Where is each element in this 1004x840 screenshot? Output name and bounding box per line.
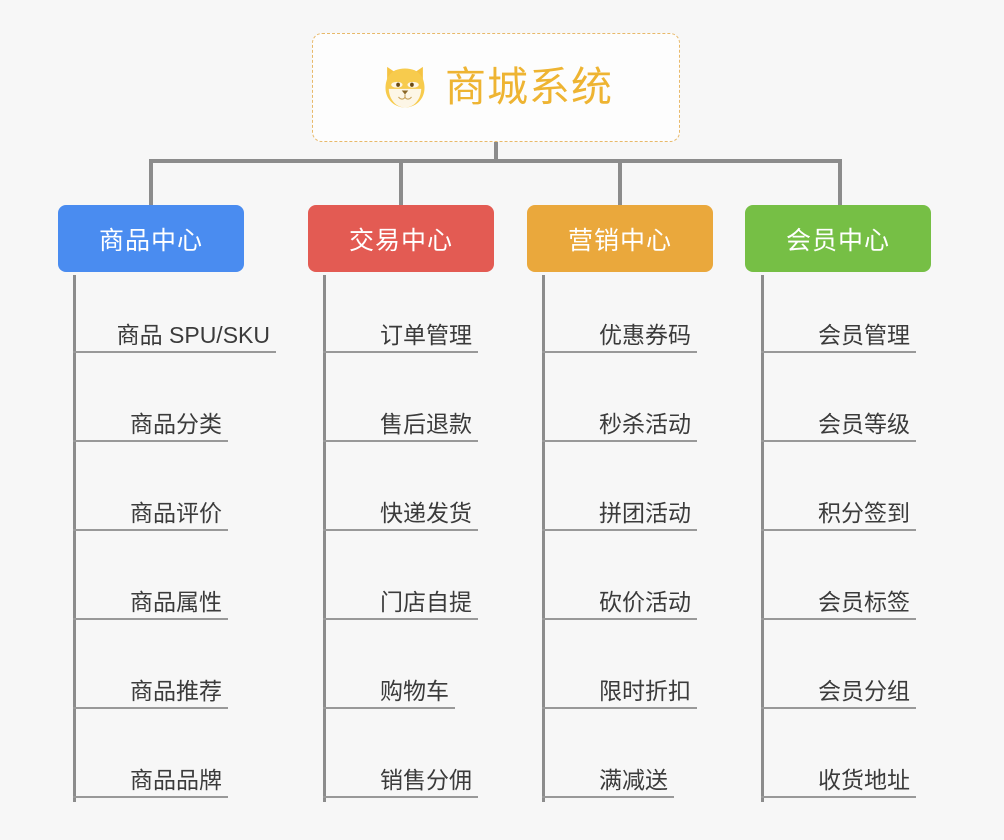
connector-drop-4 (838, 159, 842, 205)
leaf-item-3-3[interactable]: 拼团活动 (542, 483, 697, 531)
leaf-label: 商品评价 (130, 499, 222, 526)
connector-drop-1 (149, 159, 153, 205)
column-spine-3 (542, 275, 545, 802)
leaf-item-1-6[interactable]: 商品品牌 (73, 750, 228, 798)
leaf-label: 会员管理 (818, 321, 910, 348)
leaf-label: 会员分组 (818, 677, 910, 704)
connector-drop-3 (618, 159, 622, 205)
leaf-item-3-5[interactable]: 限时折扣 (542, 661, 697, 709)
leaf-item-4-6[interactable]: 收货地址 (761, 750, 916, 798)
category-label-2: 交易中心 (348, 226, 453, 255)
category-box-4[interactable]: 会员中心 (745, 205, 931, 272)
leaf-label: 优惠券码 (599, 321, 691, 348)
leaf-label: 满减送 (599, 766, 668, 793)
leaf-label: 售后退款 (380, 410, 472, 437)
leaf-item-3-4[interactable]: 砍价活动 (542, 572, 697, 620)
category-box-3[interactable]: 营销中心 (527, 205, 713, 272)
leaf-item-1-3[interactable]: 商品评价 (73, 483, 228, 531)
leaf-label: 收货地址 (818, 766, 910, 793)
shiba-dog-face-icon (385, 66, 425, 107)
leaf-item-1-2[interactable]: 商品分类 (73, 394, 228, 442)
leaf-item-3-2[interactable]: 秒杀活动 (542, 394, 697, 442)
root-node[interactable]: 商城系统 (312, 33, 680, 142)
leaf-label: 订单管理 (380, 321, 472, 348)
category-label-4: 会员中心 (785, 226, 890, 255)
column-spine-1 (73, 275, 76, 802)
leaf-label: 商品分类 (130, 410, 222, 437)
leaf-item-1-5[interactable]: 商品推荐 (73, 661, 228, 709)
leaf-item-3-6[interactable]: 满减送 (542, 750, 674, 798)
category-label-3: 营销中心 (567, 226, 672, 255)
leaf-item-2-1[interactable]: 订单管理 (323, 305, 478, 353)
leaf-label: 商品属性 (130, 588, 222, 615)
category-label-1: 商品中心 (98, 226, 203, 255)
leaf-item-1-1[interactable]: 商品 SPU/SKU (73, 305, 276, 353)
leaf-label: 商品品牌 (130, 766, 222, 793)
connector-horizontal-bus (149, 159, 842, 163)
leaf-label: 快递发货 (380, 499, 472, 526)
leaf-item-2-4[interactable]: 门店自提 (323, 572, 478, 620)
category-box-2[interactable]: 交易中心 (308, 205, 494, 272)
leaf-item-4-4[interactable]: 会员标签 (761, 572, 916, 620)
connector-root-stem (494, 142, 498, 163)
leaf-label: 商品 SPU/SKU (116, 321, 270, 348)
leaf-item-2-5[interactable]: 购物车 (323, 661, 455, 709)
leaf-label: 秒杀活动 (599, 410, 691, 437)
connector-drop-2 (399, 159, 403, 205)
leaf-item-2-3[interactable]: 快递发货 (323, 483, 478, 531)
leaf-label: 砍价活动 (599, 588, 691, 615)
leaf-item-2-2[interactable]: 售后退款 (323, 394, 478, 442)
leaf-item-4-5[interactable]: 会员分组 (761, 661, 916, 709)
column-spine-4 (761, 275, 764, 802)
leaf-label: 门店自提 (380, 588, 472, 615)
leaf-item-4-1[interactable]: 会员管理 (761, 305, 916, 353)
leaf-item-4-3[interactable]: 积分签到 (761, 483, 916, 531)
category-box-1[interactable]: 商品中心 (58, 205, 244, 272)
leaf-item-3-1[interactable]: 优惠券码 (542, 305, 697, 353)
leaf-item-4-2[interactable]: 会员等级 (761, 394, 916, 442)
leaf-label: 会员标签 (818, 588, 910, 615)
leaf-label: 销售分佣 (380, 766, 472, 793)
leaf-item-1-4[interactable]: 商品属性 (73, 572, 228, 620)
column-spine-2 (323, 275, 326, 802)
leaf-label: 限时折扣 (599, 677, 691, 704)
leaf-label: 会员等级 (818, 410, 910, 437)
leaf-item-2-6[interactable]: 销售分佣 (323, 750, 478, 798)
root-node-label: 商城系统 (445, 64, 613, 110)
leaf-label: 积分签到 (818, 499, 910, 526)
leaf-label: 拼团活动 (599, 499, 691, 526)
leaf-label: 商品推荐 (130, 677, 222, 704)
leaf-label: 购物车 (380, 677, 449, 704)
